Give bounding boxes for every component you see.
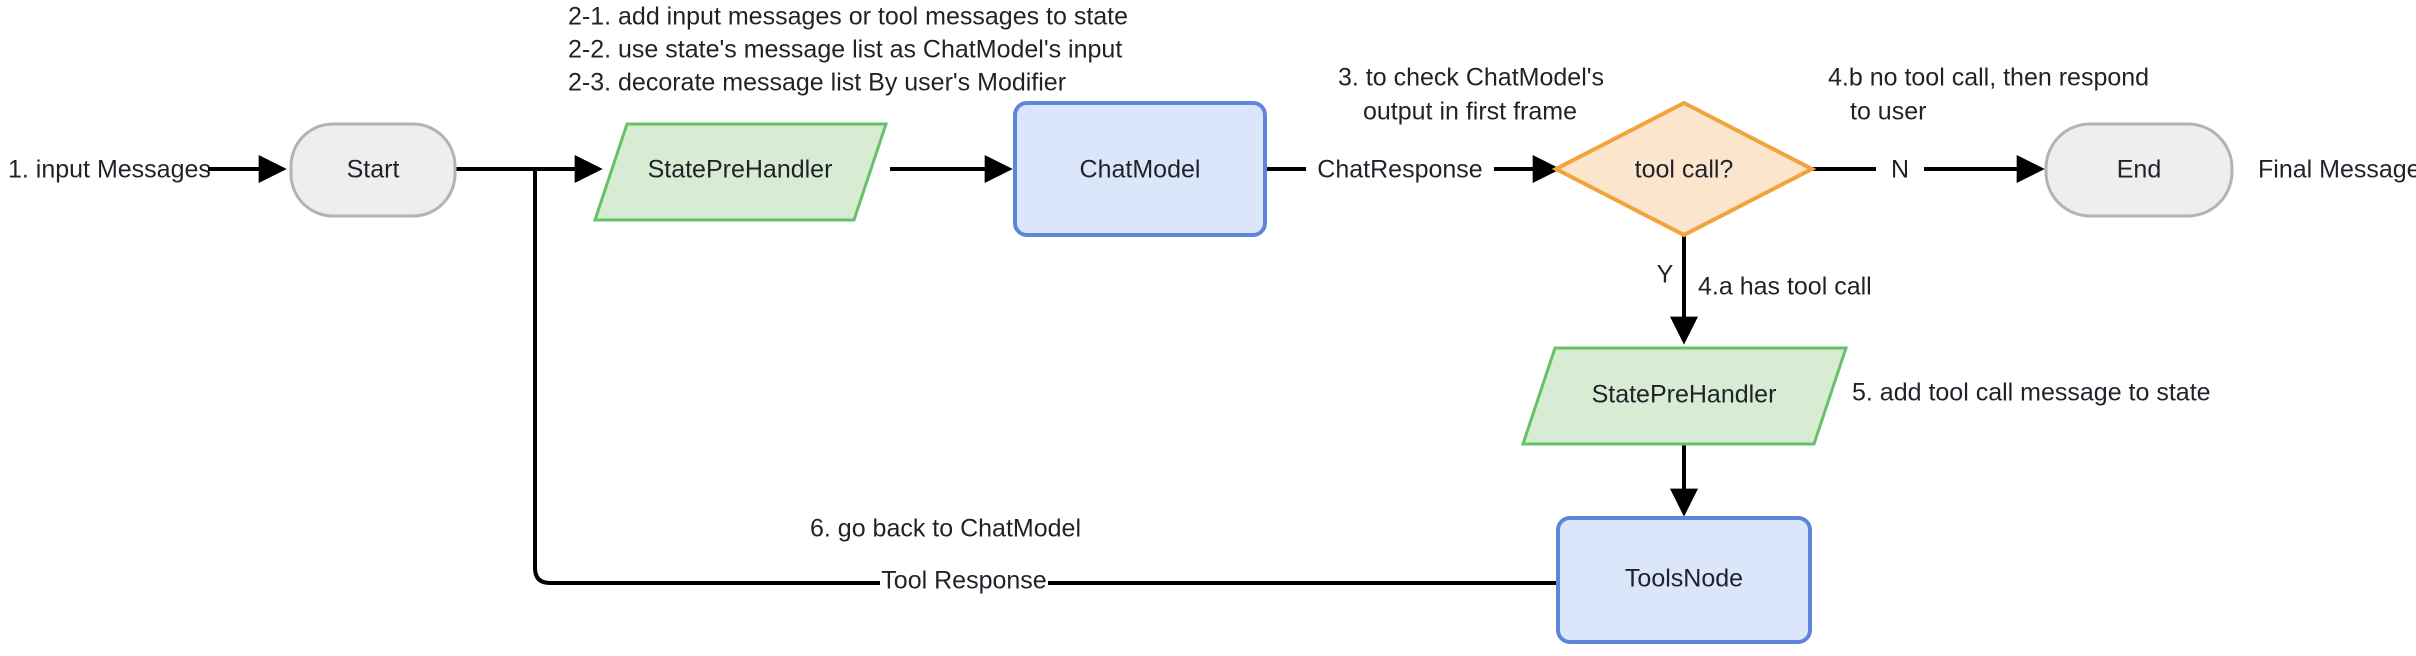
node-tools-node-label: ToolsNode bbox=[1625, 565, 1743, 593]
annotation-step2-line1: 2-1. add input messages or tool messages… bbox=[568, 3, 1128, 31]
edge-label-yes-branch: Y bbox=[1657, 261, 1674, 289]
edge-label-final-message: Final Message bbox=[2258, 156, 2416, 184]
annotation-step5: 5. add tool call message to state bbox=[1852, 379, 2211, 407]
node-start-label: Start bbox=[347, 156, 400, 184]
annotation-step3-line2: output in first frame bbox=[1363, 98, 1577, 126]
annotation-step2-line3: 2-3. decorate message list By user's Mod… bbox=[568, 69, 1066, 97]
node-start[interactable]: Start bbox=[289, 122, 457, 218]
annotation-step3-line1: 3. to check ChatModel's bbox=[1338, 64, 1604, 92]
edge-loopback-trunk bbox=[533, 169, 880, 585]
annotation-step4b-line1: 4.b no tool call, then respond bbox=[1828, 64, 2149, 92]
node-tools-node[interactable]: ToolsNode bbox=[1556, 516, 1812, 644]
edge-label-chat-response: ChatResponse bbox=[1317, 156, 1482, 184]
node-state-pre-handler-bottom-label: StatePreHandler bbox=[1592, 381, 1777, 409]
node-state-pre-handler-top[interactable]: StatePreHandler bbox=[592, 122, 889, 222]
annotation-step4a: 4.a has tool call bbox=[1698, 273, 1872, 301]
edge-label-input-messages: 1. input Messages bbox=[8, 156, 211, 184]
annotation-step2-line2: 2-2. use state's message list as ChatMod… bbox=[568, 36, 1122, 64]
node-tool-call-decision-label: tool call? bbox=[1635, 156, 1734, 184]
node-tool-call-decision[interactable]: tool call? bbox=[1551, 100, 1817, 238]
node-chat-model[interactable]: ChatModel bbox=[1013, 101, 1267, 237]
annotation-step4b-line2: to user bbox=[1850, 98, 1926, 126]
node-end-label: End bbox=[2117, 156, 2161, 184]
node-state-pre-handler-bottom[interactable]: StatePreHandler bbox=[1520, 346, 1849, 446]
edge-label-no-branch: N bbox=[1891, 156, 1909, 184]
node-end[interactable]: End bbox=[2044, 122, 2234, 218]
node-chat-model-label: ChatModel bbox=[1080, 156, 1201, 184]
node-state-pre-handler-top-label: StatePreHandler bbox=[648, 156, 833, 184]
edge-label-tool-response: Tool Response bbox=[881, 567, 1046, 595]
annotation-step6: 6. go back to ChatModel bbox=[810, 515, 1081, 543]
